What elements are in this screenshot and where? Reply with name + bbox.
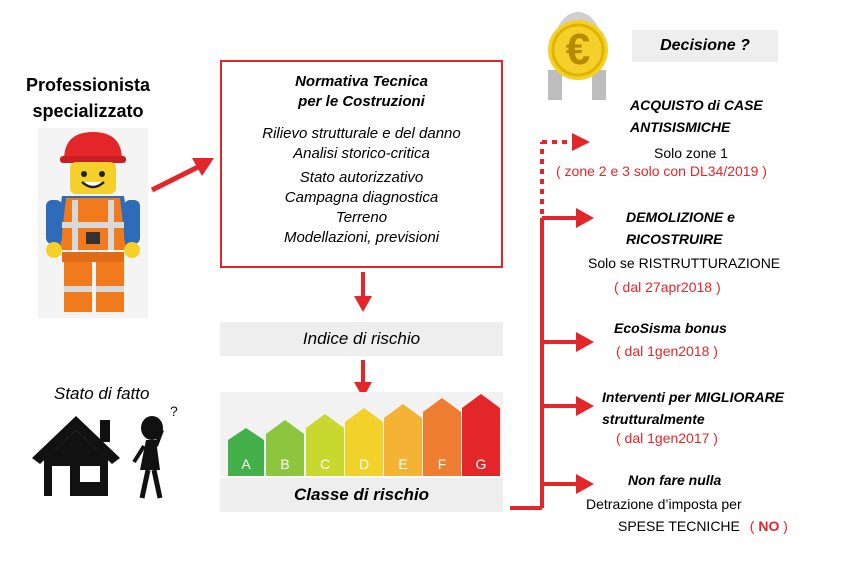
normativa-title-1: Normativa Tecnica <box>295 73 428 90</box>
class-letter-E: E <box>398 456 408 472</box>
normativa-item: Rilievo strutturale e del danno <box>262 125 461 142</box>
class-house-D <box>345 408 383 476</box>
normativa-item: Modellazioni, previsioni <box>283 229 440 246</box>
spese-tecniche-label: SPESE TECNICHE <box>618 518 740 534</box>
decision-label: Decisione ? <box>660 37 750 54</box>
lego-worker-icon <box>38 128 148 318</box>
classe-rischio-label: Classe di rischio <box>293 485 430 504</box>
indice-rischio-label: Indice di rischio <box>302 329 421 348</box>
option-demolizione-title: DEMOLIZIONE e RICOSTRUIRE <box>626 206 735 250</box>
no-open-paren: ( <box>749 518 755 534</box>
indice-rischio-box: Indice di rischio <box>220 322 503 356</box>
option-acquisto-title-line2: ANTISISMICHE <box>630 119 731 135</box>
euro-symbol: € <box>565 25 591 74</box>
option-interventi-title-line2: strutturalmente <box>602 411 705 427</box>
normativa-title-2: per le Costruzioni <box>298 93 425 110</box>
option-demolizione-title-line2: RICOSTRUIRE <box>626 231 723 247</box>
class-house-F <box>423 398 461 476</box>
option-acquisto-sub: Solo zone 1 <box>654 145 728 161</box>
normativa-item: Stato autorizzativo <box>299 169 424 186</box>
option-interventi-title-line1: Interventi per MIGLIORARE <box>602 389 785 405</box>
option-demolizione-title-line1: DEMOLIZIONE e <box>626 209 735 225</box>
class-house-E <box>384 404 422 476</box>
stato-di-fatto-label: Stato di fatto <box>54 384 150 403</box>
option-non-fare-sub: Detrazione d’imposta per <box>586 496 742 512</box>
option-ecosisma-title: EcoSisma bonus <box>614 320 727 336</box>
class-letter-B: B <box>280 456 290 472</box>
risk-class-houses <box>220 392 503 476</box>
thinking-man-icon: ? <box>132 403 178 499</box>
class-house-C <box>306 414 344 476</box>
decision-connector <box>510 133 594 510</box>
option-demolizione-sub: Solo se RISTRUTTURAZIONE <box>588 255 781 271</box>
class-house-B <box>266 420 304 476</box>
no-label: NO <box>758 518 780 534</box>
option-demolizione-note: ( dal 27apr2018 ) <box>614 279 721 295</box>
arrow-down-1 <box>354 272 372 312</box>
normativa-item: Campagna diagnostica <box>284 189 439 206</box>
normativa-item: Terreno <box>335 209 388 226</box>
option-acquisto-note: ( zone 2 e 3 solo con DL34/2019 ) <box>556 163 767 179</box>
class-letter-G: G <box>475 456 487 472</box>
arrow-to-normativa <box>150 158 214 193</box>
option-interventi-note: ( dal 1gen2017 ) <box>616 430 718 446</box>
option-interventi-title: Interventi per MIGLIORARE strutturalment… <box>602 386 784 430</box>
option-non-fare-sub2: SPESE TECNICHE ( NO ) <box>618 518 788 534</box>
normativa-item: Analisi storico-critica <box>293 145 430 162</box>
class-letter-C: C <box>319 456 331 472</box>
svg-text:?: ? <box>170 403 178 419</box>
professional-label: Professionista specializzato <box>18 72 158 124</box>
option-acquisto-title-line1: ACQUISTO di CASE <box>630 97 763 113</box>
option-acquisto-title: ACQUISTO di CASE ANTISISMICHE <box>630 94 763 138</box>
no-close-paren: ) <box>783 518 788 534</box>
classe-rischio-box: Classe di rischio <box>220 478 503 512</box>
option-non-fare-title: Non fare nulla <box>628 472 722 488</box>
option-ecosisma-note: ( dal 1gen2018 ) <box>616 343 718 359</box>
class-house-A <box>228 428 264 476</box>
normativa-box: Normativa Tecnica per le Costruzioni Ril… <box>220 60 503 268</box>
class-letter-A: A <box>241 456 251 472</box>
class-letter-F: F <box>437 456 447 472</box>
class-letter-D: D <box>358 456 370 472</box>
arrow-down-2 <box>354 360 372 398</box>
house-icon <box>32 416 120 496</box>
professional-label-line2: specializzato <box>32 101 144 121</box>
decision-box: Decisione ? <box>632 30 778 62</box>
professional-label-line1: Professionista <box>25 75 151 95</box>
euro-figure-icon <box>548 12 608 100</box>
class-house-G <box>462 394 500 476</box>
